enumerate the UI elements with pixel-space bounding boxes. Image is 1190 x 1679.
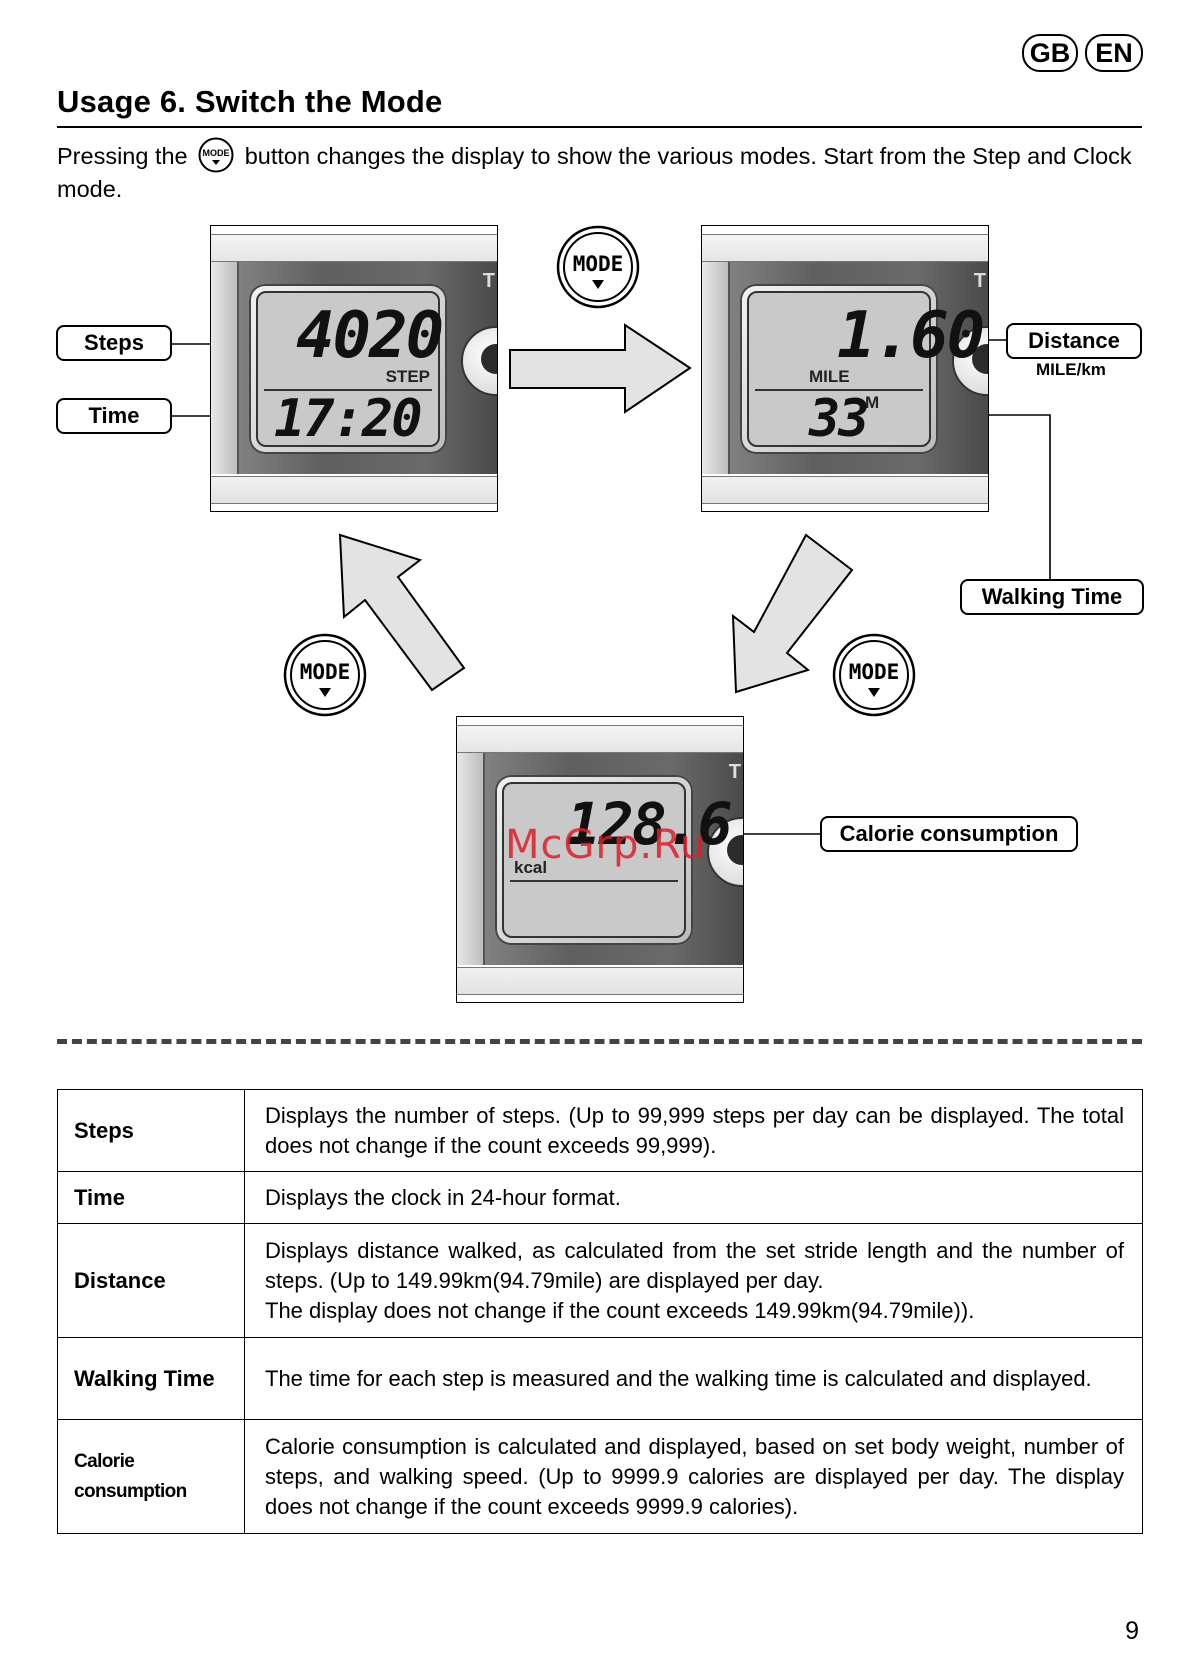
table-term: Distance (57, 1223, 245, 1338)
device-brand-mark: T (482, 270, 495, 292)
device-distance: T 1.60 MILE 33 M (701, 225, 989, 512)
page-title: Usage 6. Switch the Mode (57, 84, 443, 119)
device-brand-mark: T (728, 761, 741, 783)
table-term: Steps (57, 1089, 245, 1172)
device-brand-mark: T (973, 270, 986, 292)
device-step-clock: T 4020 STEP 17:20 (210, 225, 498, 512)
intro-text-after: button changes the display to show the v… (57, 143, 1132, 202)
table-row: Time Displays the clock in 24-hour forma… (57, 1171, 1143, 1224)
table-desc: Calorie consumption is calculated and di… (244, 1419, 1143, 1534)
lcd-clock-value: 17:20 (274, 389, 423, 449)
lcd-calorie-value: 128.6 (566, 790, 733, 858)
mode-button-right: MODE (832, 633, 916, 717)
table-term: Calorie consumption (57, 1419, 245, 1534)
lang-badge-gb: GB (1022, 34, 1078, 72)
lcd-minute-unit: M (865, 393, 880, 412)
table-desc: Displays the clock in 24-hour format. (244, 1171, 1143, 1224)
mode-label-right: MODE (849, 660, 900, 684)
lcd-walking-time-value: 33 (809, 389, 870, 449)
device-calorie: T 128.6 kcal (456, 716, 744, 1003)
section-divider (57, 1039, 1142, 1044)
table-desc-cell: Displays distance walked, as calculated … (244, 1223, 1143, 1338)
table-row: Steps Displays the number of steps. (Up … (57, 1089, 1143, 1172)
mode-button-top: MODE (556, 225, 640, 309)
callout-walking-time: Walking Time (960, 579, 1144, 615)
arrow-right (509, 323, 692, 414)
lcd-screen: 4020 STEP 17:20 (256, 291, 444, 449)
table-desc-continued: The display does not change if the count… (265, 1297, 975, 1323)
page-number: 9 (1125, 1617, 1139, 1645)
mode-description-table: Steps Displays the number of steps. (Up … (57, 1089, 1143, 1534)
mode-label-top: MODE (573, 252, 624, 276)
lcd-screen: 128.6 kcal (502, 782, 733, 938)
table-row: Distance Displays distance walked, as ca… (57, 1223, 1143, 1338)
table-desc: Displays the number of steps. (Up to 99,… (244, 1089, 1143, 1172)
table-desc: The time for each step is measured and t… (244, 1337, 1143, 1420)
callout-calorie: Calorie consumption (820, 816, 1078, 852)
table-row: Calorie consumption Calorie consumption … (57, 1419, 1143, 1534)
mode-label-left: MODE (300, 660, 351, 684)
lcd-mile-unit: MILE (809, 367, 850, 386)
mode-button-icon: MODE (198, 137, 234, 173)
lang-badge-en: EN (1085, 34, 1143, 72)
table-term: Walking Time (57, 1337, 245, 1420)
callout-distance: Distance (1006, 323, 1142, 359)
callout-steps: Steps (56, 325, 172, 361)
intro-text-before: Pressing the (57, 143, 188, 169)
lcd-distance-value: 1.60 (837, 299, 985, 373)
lcd-steps-value: 4020 (296, 299, 444, 373)
lcd-step-unit: STEP (385, 367, 430, 386)
callout-time: Time (56, 398, 172, 434)
table-desc: Displays distance walked, as calculated … (265, 1237, 1124, 1293)
title-underline (57, 126, 1142, 128)
callout-distance-units: MILE/km (1036, 360, 1106, 379)
table-term: Time (57, 1171, 245, 1224)
lcd-screen: 1.60 MILE 33 M (747, 291, 985, 449)
lcd-kcal-unit: kcal (514, 858, 548, 877)
watermark: McGrp.Ru (505, 822, 707, 868)
table-row: Walking Time The time for each step is m… (57, 1337, 1143, 1420)
svg-text:MODE: MODE (203, 148, 230, 158)
intro-paragraph: Pressing the MODE button changes the dis… (57, 137, 1142, 206)
mode-button-left: MODE (283, 633, 367, 717)
